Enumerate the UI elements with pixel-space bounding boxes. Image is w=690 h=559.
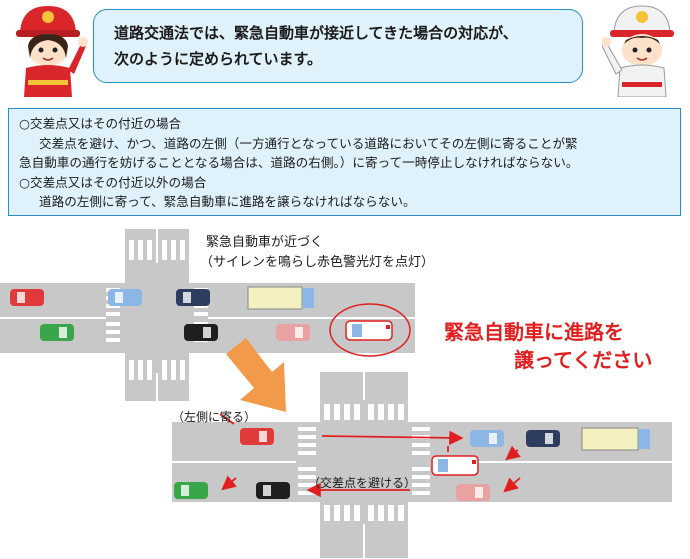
firefighter-boy-icon <box>602 5 674 97</box>
case2-text: 道路の左側に寄って、緊急自動車に進路を譲らなければならない。 <box>39 194 416 210</box>
car-blue-icon <box>108 289 142 306</box>
avoid-intersection-label: （交差点を避ける） <box>308 476 417 490</box>
rules-box: ○交差点又はその付近の場合 交差点を避け、かつ、道路の左側（一方通行となっている… <box>8 108 681 216</box>
car-pink-icon <box>456 484 490 501</box>
car-green-icon <box>40 324 74 341</box>
car-black-icon <box>256 482 290 499</box>
car-red-icon <box>10 289 44 306</box>
car-blue-icon <box>470 430 504 447</box>
lower-cars <box>174 427 650 501</box>
approach-label-1: 緊急自動車が近づく <box>206 235 324 250</box>
firefighter-girl-icon <box>16 6 88 97</box>
truck-icon <box>247 286 314 310</box>
case1-text-2: 急自動車の通行を妨げることとなる場合は、道路の右側。）に寄って一時停止しなければ… <box>19 155 579 171</box>
car-pink-icon <box>276 324 310 341</box>
truck-icon <box>581 427 650 451</box>
emergency-highlight-circle <box>329 303 411 357</box>
upper-cars <box>10 286 411 357</box>
ambulance-icon <box>345 320 393 341</box>
header-bubble: 道路交通法では、緊急自動車が接近してきた場合の対応が、 次のように定められていま… <box>93 9 583 83</box>
approach-label-2: （サイレンを鳴らし赤色警光灯を点灯） <box>200 255 435 270</box>
motion-arrows <box>219 413 521 498</box>
yield-message-2: 譲ってください <box>514 348 653 372</box>
car-navy-icon <box>526 430 560 447</box>
ambulance-icon <box>431 455 479 476</box>
keep-left-label: （左側に寄る） <box>172 410 257 424</box>
case2-title: ○交差点又はその付近以外の場合 <box>19 174 207 190</box>
car-red-icon <box>240 428 274 445</box>
yield-message-1: 緊急自動車に進路を <box>444 320 624 344</box>
case1-title: ○交差点又はその付近の場合 <box>19 116 182 131</box>
car-black-icon <box>184 324 218 341</box>
header-line-2: 次のように定められています。 <box>114 50 323 68</box>
header-line-1: 道路交通法では、緊急自動車が接近してきた場合の対応が、 <box>114 24 518 42</box>
car-navy-icon <box>176 289 210 306</box>
case1-text-1: 交差点を避け、かつ、道路の左側（一方通行となっている道路においてその左側に寄るこ… <box>39 135 578 151</box>
guide-arrow-icon <box>226 338 286 412</box>
car-green-icon <box>174 482 208 499</box>
